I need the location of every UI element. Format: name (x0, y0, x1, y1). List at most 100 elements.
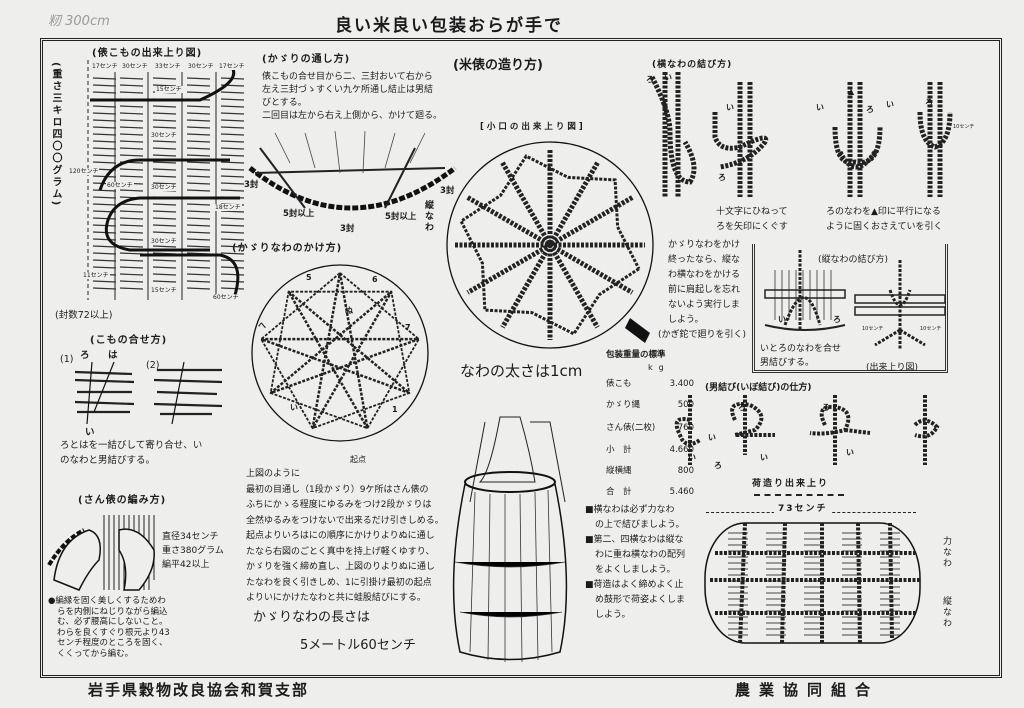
koguchi-circle-illustration (446, 141, 654, 349)
kagari-text: 俵こもの合せ目から二、三封おいて右から 左え三封づゝすくい九ケ所通し結止は男結 … (262, 71, 442, 123)
weight-vertical: (重さ三キロ四〇〇グラム) (50, 62, 61, 208)
circle-label: ぬ (345, 306, 353, 315)
grid-label: 60センチ (212, 294, 240, 301)
text-line: ふちにかゝる程度にゆるみをつけ2段かゞりは (246, 500, 432, 510)
seal-count: (封数72以上) (55, 310, 113, 321)
tate-caption: いとろのなわを合せ 男結びする。 (760, 342, 841, 370)
caption-line: ように固くおさえていを引く (826, 222, 943, 232)
knot-label: い (708, 433, 716, 442)
subtitle: (米俵の造り方) (453, 58, 543, 73)
text-line: 上図のように (246, 469, 301, 479)
circle-label: 7 (405, 323, 411, 332)
note-line: わに重ね横なわの配列 (595, 550, 686, 560)
origin-label: 起点 (350, 455, 366, 464)
knot-label: い (778, 315, 786, 324)
tate-title: (縦なわの結び方) (818, 255, 889, 265)
row-label: 合 計 (606, 487, 632, 497)
note-line: しよう。 (668, 315, 704, 325)
grid-label: 15センチ (150, 287, 178, 294)
caption-line: 十文字にひねって (716, 207, 788, 217)
grid-label: 15センチ (155, 86, 183, 93)
triangle-mark: ▲ (848, 87, 855, 96)
text-line: 最初の目通し（1段かゞり）9ケ所はさん俵の (246, 484, 429, 495)
awase-label-ha: は (108, 350, 118, 361)
yoko-caption-1: 十文字にひねって ろを矢印にくぐす (716, 205, 788, 235)
bale-title: 荷造り出来上り (752, 479, 830, 489)
koguchi-title: [小口の出来上り図] (480, 122, 586, 132)
arc-label: 3封 (440, 186, 455, 196)
note-line: の上で結びましよう。 (595, 520, 685, 530)
kagari-instructions: 上図のように 最初の目通し（1段かゞり）9ケ所はさん俵の ふちにかゝる程度にゆる… (246, 467, 444, 607)
bale-illustration (704, 522, 921, 644)
circle-label: い (290, 403, 298, 412)
note-line: め鼓形で荷姿よくしま (595, 595, 686, 605)
text-line: 起点よりいろはにの順序にかけりよりぬに通し (246, 531, 435, 541)
arc-label: 3封 (340, 224, 355, 234)
knot-label: ろ (718, 173, 726, 182)
knot-label: ろ (833, 315, 841, 324)
text-line: 左え三封づゝすくい九ケ所通し結止は男結 (262, 85, 434, 95)
text-line: びとする。 (262, 98, 307, 108)
grid-label: 30センチ (187, 63, 215, 70)
row-value: 500 (677, 400, 694, 410)
text-line: よりいにかけたなわと共に蛙股結びにする。 (246, 593, 426, 603)
tate-nawa-label: 縦なわ (941, 596, 951, 629)
row-value: 800 (677, 466, 694, 476)
spec-weight: 重さ380グラム (162, 546, 224, 556)
hands-weaving-illustration (47, 515, 155, 591)
weights-row: さん俵(二枚)760 (606, 416, 694, 440)
caption-line: のなわと男結びする。 (60, 455, 156, 466)
packing-notes: ■横なわは必ず力なわ の上で結びましよう。 ■第二、四横なわは縦な わに重ね横な… (585, 503, 685, 623)
note-line: む、必ず腰高にしないこと。 (57, 617, 168, 627)
knot-label: ろ (646, 75, 654, 84)
note-line: ■横なわは必ず力なわ (585, 505, 675, 515)
row-label: 俵こも (606, 379, 632, 389)
spec-diameter: 直径34センチ (162, 532, 219, 542)
footer-left: 岩手県穀物改良協会和賀支部 (88, 681, 310, 699)
grid-label: 33センチ (154, 63, 182, 70)
pencil-note: 籾 300cm (48, 14, 110, 29)
sandawara-note: ●編縁を固く美しくするためわ らを内側にねじりながら編込 む、必ず腰高にしないこ… (48, 596, 170, 659)
circle-label: へ (258, 321, 266, 330)
circle-label: 5 (306, 273, 312, 282)
bale-width: 73センチ (774, 503, 832, 515)
tate-done: (出来上り図) (866, 363, 919, 373)
shoulder-note: かゞりなわをかけ 終ったなら、縦な わ横なわをかける 前に肩起しを忘れ ないよう… (658, 238, 746, 343)
kagari-circle-illustration (251, 264, 429, 442)
knot-label: い (886, 100, 894, 109)
grid-label: 17センチ (218, 63, 246, 70)
note-line: をよくしましよう。 (595, 565, 676, 575)
row-label: 小 計 (606, 445, 632, 455)
spec-knit: 編平42以上 (162, 560, 210, 570)
knot-label: い (846, 448, 854, 457)
row-value: 3.400 (669, 379, 694, 389)
chikara-nawa-label: 力なわ (941, 536, 951, 569)
knot-label: い (816, 103, 824, 112)
grid-label: 30センチ (150, 238, 178, 245)
weights-unit: kg (648, 363, 670, 372)
knot-label: い (688, 453, 696, 462)
note-line: わらを良くすぐり根元より43 (57, 627, 170, 638)
caption-line: ろのなわを▲印に平行になる (826, 207, 941, 217)
note-line: 前に肩起しを忘れ (668, 285, 741, 295)
divider (754, 494, 844, 499)
grid-label: 60センチ (106, 182, 134, 189)
grid-label: 18センチ (214, 204, 242, 211)
knot-label: ろ (822, 403, 830, 412)
note-line: ■荷造はよく締めよく止 (585, 580, 684, 590)
awase-label-i: い (85, 427, 95, 438)
yoko-knots-illustration (649, 72, 953, 197)
note-line: (かぎ鉈で廻りを引く) (658, 330, 747, 340)
kake-title: (かゞりなわのかけ方) (232, 243, 343, 254)
note-line: ●編縁を固く美しくするためわ (48, 596, 166, 606)
text-line: 二回目は左から右え上側から、かけて廻る。 (262, 111, 443, 121)
row-value: 760 (677, 423, 694, 433)
yoko-caption-2: ろのなわを▲印に平行になる ように固くおさえていを引く (826, 205, 943, 235)
sandawara-specs: 直径34センチ 重さ380グラム 編平42以上 (162, 530, 224, 572)
knot-label: 10センチ (953, 124, 975, 130)
knot-label: い (760, 453, 768, 462)
